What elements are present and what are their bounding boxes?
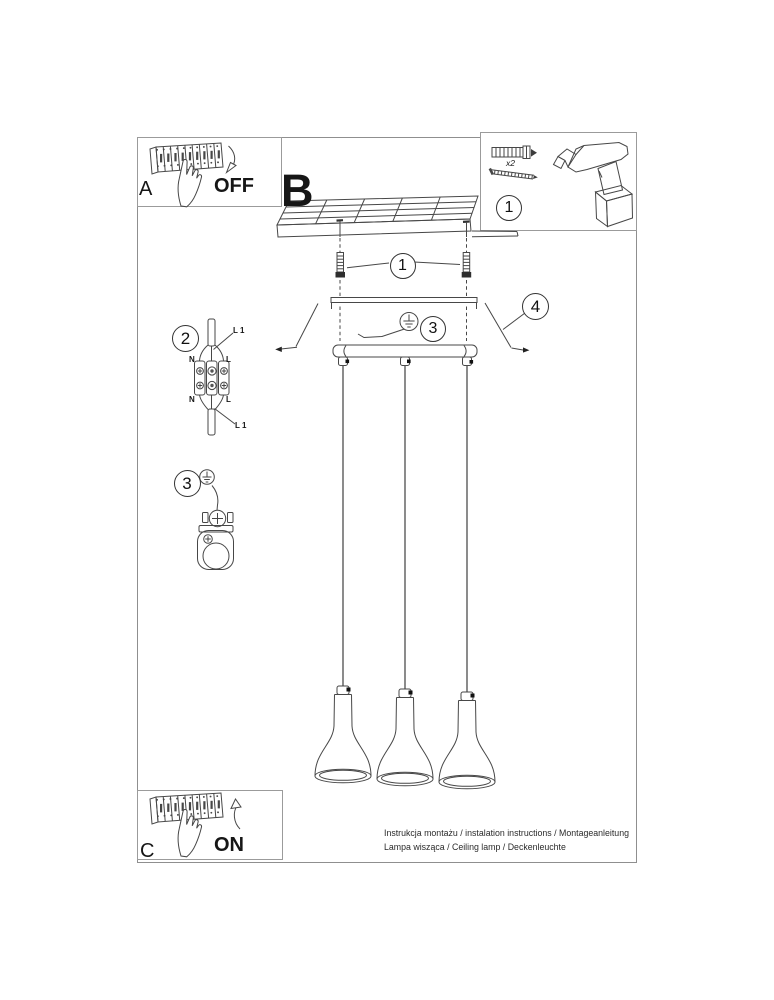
wire-label-l-bottom: L xyxy=(226,395,231,404)
panel-c-label: C xyxy=(140,840,155,862)
arrow-up-icon xyxy=(233,804,241,830)
terminal-wiring-illustration xyxy=(194,318,236,436)
footer-line-2: Lampa wisząca / Ceiling lamp / Deckenleu… xyxy=(384,841,566,852)
callout-ground-canopy: 3 xyxy=(420,316,446,342)
panel-c-state: ON xyxy=(214,834,244,856)
drill-icon xyxy=(552,141,634,228)
mounting-screw-icon xyxy=(461,252,472,278)
callout-canopy: 4 xyxy=(522,292,549,320)
screw-icon xyxy=(488,167,538,180)
earth-symbol-icon xyxy=(199,469,215,485)
callout-ground-detail: 3 xyxy=(173,469,201,497)
breaker-panel-hand-icon xyxy=(148,791,225,858)
kit-step-badge: 1 xyxy=(496,195,522,221)
wire-label-n-top: N xyxy=(189,355,195,364)
footer-line-1: Instrukcja montażu / instalation instruc… xyxy=(384,828,629,838)
ground-clamp-illustration xyxy=(197,469,234,570)
wire-label-l-top: L xyxy=(226,355,231,364)
wire-label-l1-top: L 1 xyxy=(233,326,245,335)
section-b-label: B xyxy=(281,165,314,216)
callout-screws: 1 xyxy=(389,252,416,279)
page-frame xyxy=(137,137,637,863)
right-arrow-icon xyxy=(523,347,530,353)
breaker-on-illustration xyxy=(148,791,242,858)
anchor-quantity-label: x2 xyxy=(506,158,515,168)
breaker-off-illustration xyxy=(148,141,237,208)
wire-label-n-bottom: N xyxy=(189,395,195,404)
panel-c-box xyxy=(137,790,283,860)
pendant-lamp-illustration xyxy=(438,691,496,790)
canopy-illustration xyxy=(275,297,530,366)
pendant-cords xyxy=(342,365,468,692)
wall-anchor-icon xyxy=(491,145,537,159)
panel-a-label: A xyxy=(139,178,153,200)
left-arrow-icon xyxy=(275,346,282,352)
kit-illustration xyxy=(488,141,634,228)
earth-symbol-icon xyxy=(399,312,419,331)
ceiling-illustration xyxy=(276,195,519,238)
callout-wiring: 2 xyxy=(172,325,199,352)
mounting-screws-illustration xyxy=(335,238,472,296)
ground-wire xyxy=(211,485,219,511)
pendant-lamp-illustration xyxy=(314,685,372,784)
pendant-lamp-illustration xyxy=(376,688,434,787)
mounting-screw-icon xyxy=(335,252,345,278)
panel-a-state: OFF xyxy=(214,175,254,197)
breaker-panel-hand-icon xyxy=(148,141,225,208)
canopy-base-bar xyxy=(332,344,478,358)
wire-label-l1-bottom: L 1 xyxy=(235,420,247,430)
pendant-lamps xyxy=(314,685,496,790)
ground-wire xyxy=(357,328,405,339)
